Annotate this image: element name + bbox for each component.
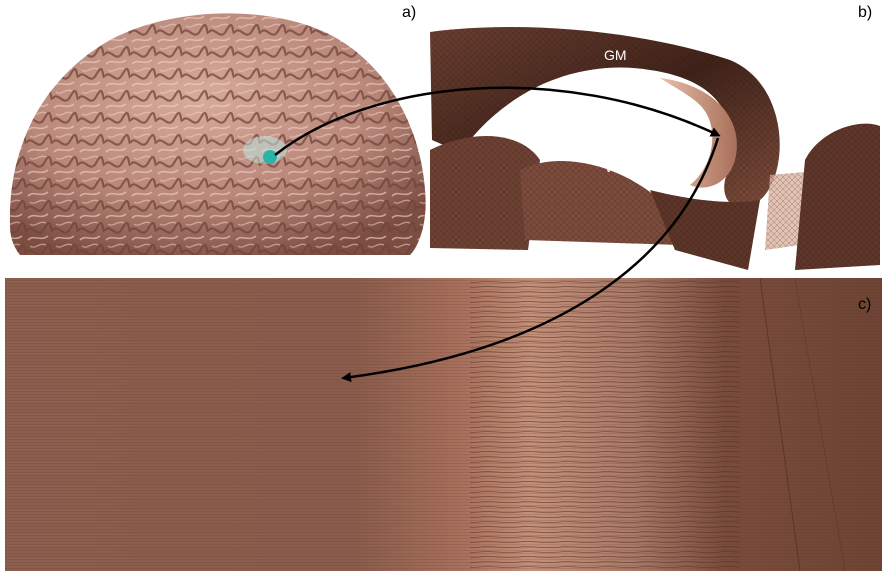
panel-b-label: b) (858, 4, 872, 22)
highlight-spot (263, 150, 277, 164)
panel-a-label: a) (402, 4, 416, 22)
panel-b-sheets (430, 27, 880, 270)
wm-label: WM (605, 159, 630, 175)
gm-label: GM (604, 47, 627, 63)
panel-c-zoom (5, 278, 882, 571)
panel-c-label: c) (858, 296, 871, 314)
panel-a-brain (10, 13, 426, 255)
